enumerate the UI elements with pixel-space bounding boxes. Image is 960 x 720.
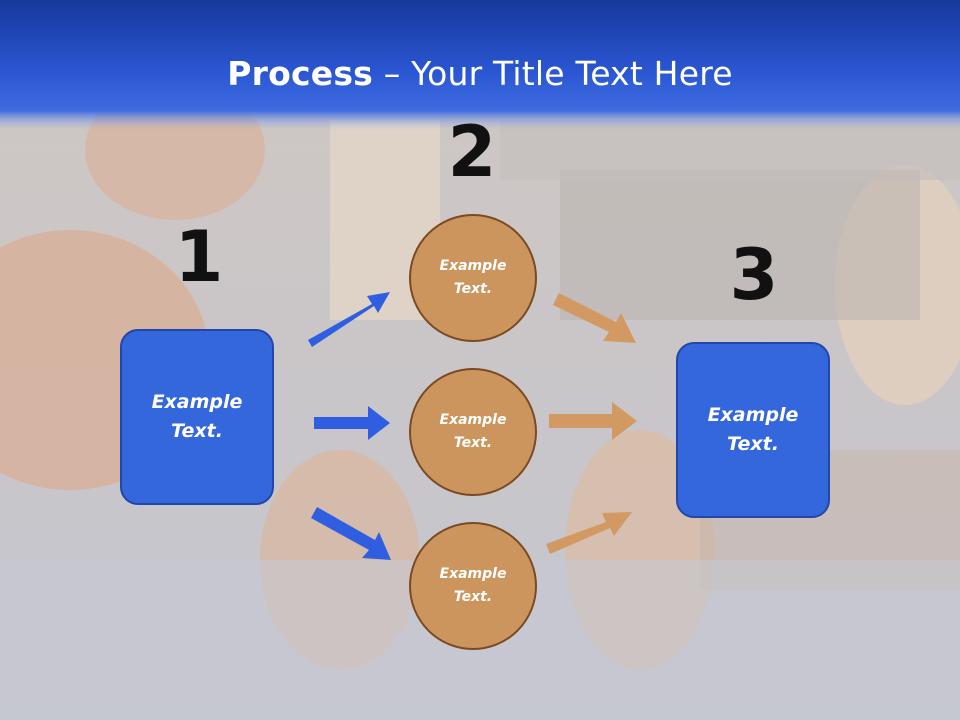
arrow-middle-to-3 [549,402,637,440]
arrow-top-to-3 [553,293,636,343]
title-bold: Process [227,54,374,93]
step-number-2: 2 [447,111,497,193]
step-number-1: 1 [174,216,224,298]
step-2-circle-bottom: Example Text. [409,522,537,650]
step-number-3: 3 [729,234,779,316]
slide-title: Process – Your Title Text Here [0,52,960,96]
title-rest: – Your Title Text Here [373,54,733,93]
step-2-circle-middle: Example Text. [409,368,537,496]
arrow-1-to-top [308,292,390,347]
arrow-1-to-middle [314,406,390,440]
arrow-bottom-to-3 [546,512,632,554]
step-1-box: Example Text. [120,329,274,505]
step-2-circle-top: Example Text. [409,214,537,342]
arrow-1-to-bottom [311,507,391,560]
step-3-box: Example Text. [676,342,830,518]
